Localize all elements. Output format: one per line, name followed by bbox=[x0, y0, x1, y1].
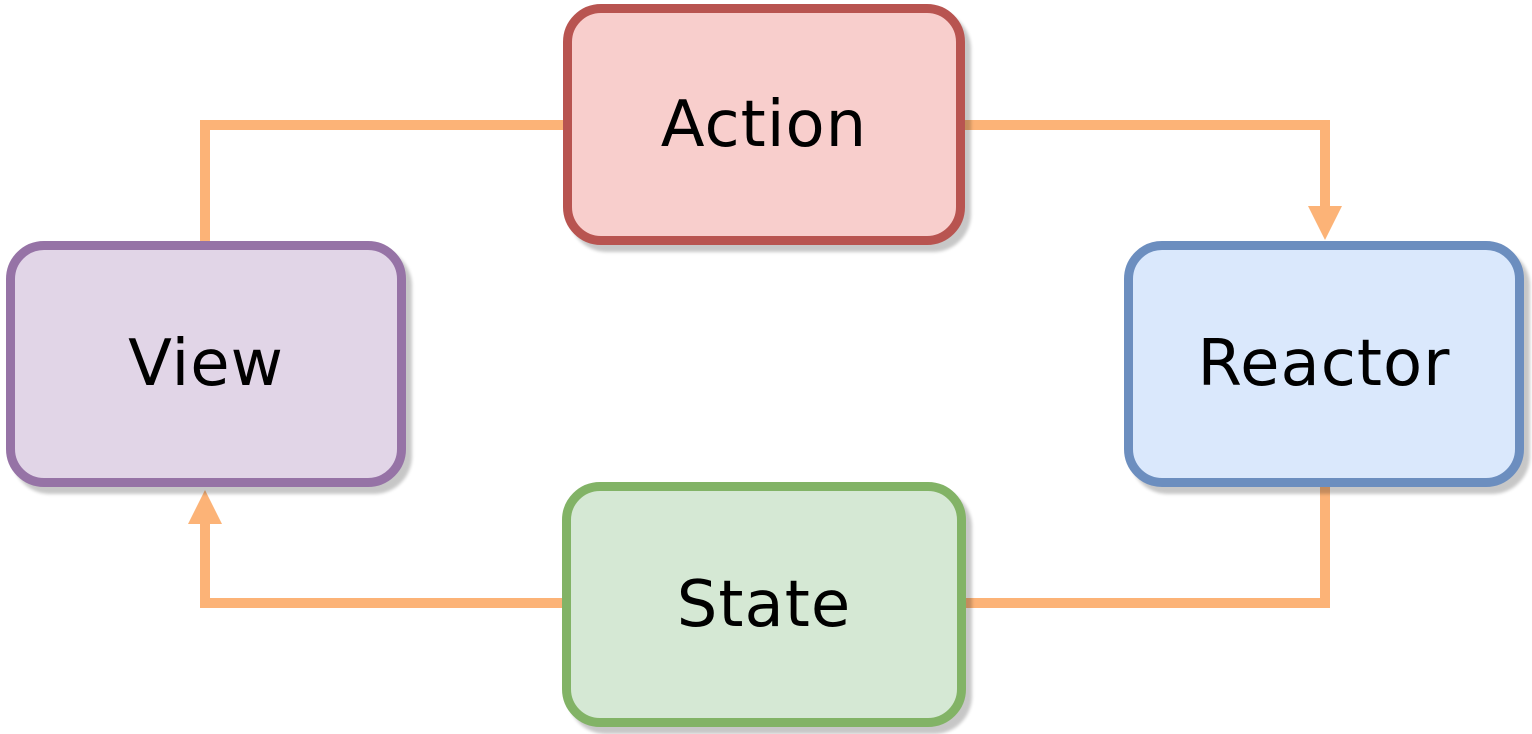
edge-state-to-view bbox=[200, 523, 567, 608]
arrowhead-into-reactor-icon bbox=[1308, 206, 1342, 240]
node-reactor: Reactor bbox=[1124, 241, 1524, 487]
edge-action-to-reactor bbox=[963, 120, 1330, 207]
arrowhead-into-view-icon bbox=[188, 490, 222, 524]
edge-view-to-action bbox=[200, 120, 567, 246]
node-state: State bbox=[562, 482, 966, 727]
node-reactor-label: Reactor bbox=[1197, 327, 1451, 401]
node-action: Action bbox=[563, 4, 965, 245]
node-view-label: View bbox=[128, 327, 284, 401]
node-action-label: Action bbox=[660, 87, 868, 162]
edge-reactor-to-state bbox=[963, 483, 1330, 608]
node-view: View bbox=[6, 241, 406, 487]
node-state-label: State bbox=[676, 567, 852, 642]
